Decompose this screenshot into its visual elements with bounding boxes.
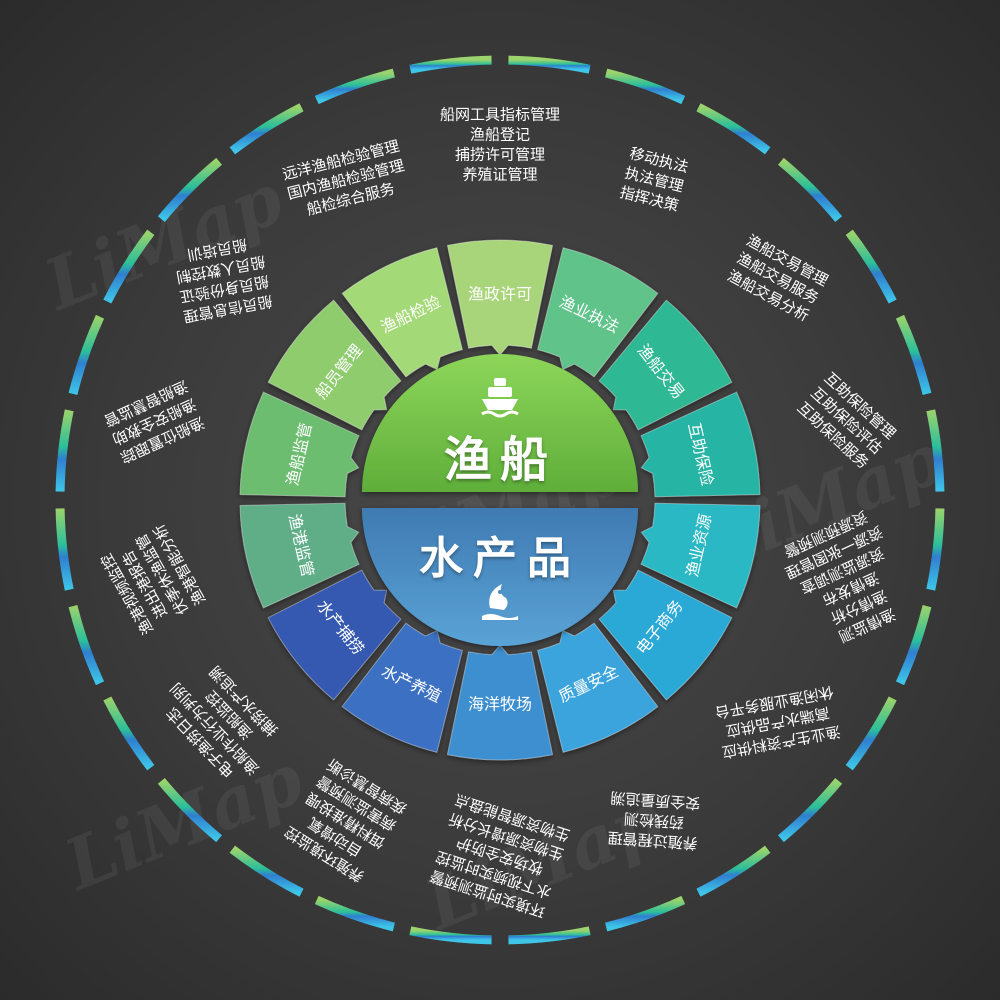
outer-ring-segment bbox=[157, 778, 222, 843]
sector-mutual-insurance[interactable] bbox=[640, 391, 761, 498]
outer-ring-segment bbox=[409, 926, 492, 945]
outer-ring-segment bbox=[157, 157, 222, 222]
sector-label-marine-ranch: 海洋牧场 bbox=[468, 695, 532, 714]
outer-ring-segment bbox=[778, 157, 843, 222]
outer-ring-segment bbox=[696, 845, 771, 897]
outer-ring-segment bbox=[103, 229, 155, 304]
detail-item: 安全质量追溯 bbox=[610, 788, 701, 812]
outer-ring-segment bbox=[696, 103, 771, 155]
outer-ring-segment bbox=[778, 778, 843, 843]
ship-icon bbox=[481, 378, 519, 418]
outer-ring-segment bbox=[314, 68, 395, 105]
detail-item: 药残检测 bbox=[623, 809, 684, 831]
outer-ring-segment bbox=[895, 605, 932, 686]
sector-aquaculture[interactable] bbox=[341, 622, 463, 753]
outer-ring-segment bbox=[55, 409, 74, 492]
detail-item: 捕捞许可管理 bbox=[455, 146, 545, 164]
sector-fishery-resources[interactable] bbox=[640, 502, 761, 609]
outer-ring-segment bbox=[508, 926, 591, 945]
sector-label-fishery-license: 渔政许可 bbox=[468, 285, 532, 304]
fish-icon bbox=[482, 584, 518, 620]
center-bottom-half bbox=[362, 508, 638, 646]
outer-ring-segment bbox=[605, 68, 686, 105]
center-core bbox=[362, 354, 638, 646]
outer-ring-segment bbox=[845, 696, 897, 771]
outer-ring-segment bbox=[508, 55, 591, 74]
outer-ring-segment bbox=[314, 895, 395, 932]
outer-ring-segment bbox=[845, 229, 897, 304]
outer-ring-segment bbox=[68, 314, 105, 395]
sector-fishing-vessel-inspection[interactable] bbox=[341, 247, 463, 378]
sector-fishing-vessel-supervision[interactable] bbox=[239, 391, 360, 498]
detail-item: 渔船登记 bbox=[470, 126, 530, 144]
outer-ring-segment bbox=[409, 55, 492, 74]
sector-fishing-port-supervision[interactable] bbox=[239, 502, 360, 609]
detail-item: 养殖证管理 bbox=[462, 166, 537, 184]
sector-e-commerce[interactable] bbox=[598, 569, 733, 701]
outer-ring-segment bbox=[926, 409, 945, 492]
sector-ring: 渔船检验渔政许可渔业执法渔船交易互助保险渔业资源电子商务质量安全海洋牧场水产养殖… bbox=[239, 239, 761, 761]
center-top-label: 渔船 bbox=[443, 432, 556, 488]
outer-ring bbox=[55, 55, 945, 945]
sector-marine-ranch[interactable] bbox=[446, 644, 554, 761]
outer-ring-segment bbox=[55, 508, 74, 591]
sector-aquatic-fishing[interactable] bbox=[267, 569, 402, 701]
outer-ring-segment bbox=[103, 696, 155, 771]
outer-ring-segment bbox=[895, 314, 932, 395]
outer-ring-segment bbox=[605, 895, 686, 932]
sector-fishing-vessel-trade[interactable] bbox=[598, 299, 733, 431]
center-bottom-label: 水产品 bbox=[419, 533, 581, 584]
sector-fishery-law-enforcement[interactable] bbox=[537, 247, 659, 378]
sector-crew-management[interactable] bbox=[267, 299, 402, 431]
outer-ring-segment bbox=[68, 605, 105, 686]
detail-item: 船网工具指标管理 bbox=[440, 106, 560, 124]
center-top-half bbox=[362, 354, 638, 492]
outer-ring-segment bbox=[926, 508, 945, 591]
outer-ring-segment bbox=[229, 845, 304, 897]
outer-ring-segment bbox=[229, 103, 304, 155]
sector-quality-safety[interactable] bbox=[537, 622, 659, 753]
sector-fishery-license[interactable] bbox=[446, 239, 554, 356]
detail-item: 养殖过程管理 bbox=[607, 828, 698, 852]
